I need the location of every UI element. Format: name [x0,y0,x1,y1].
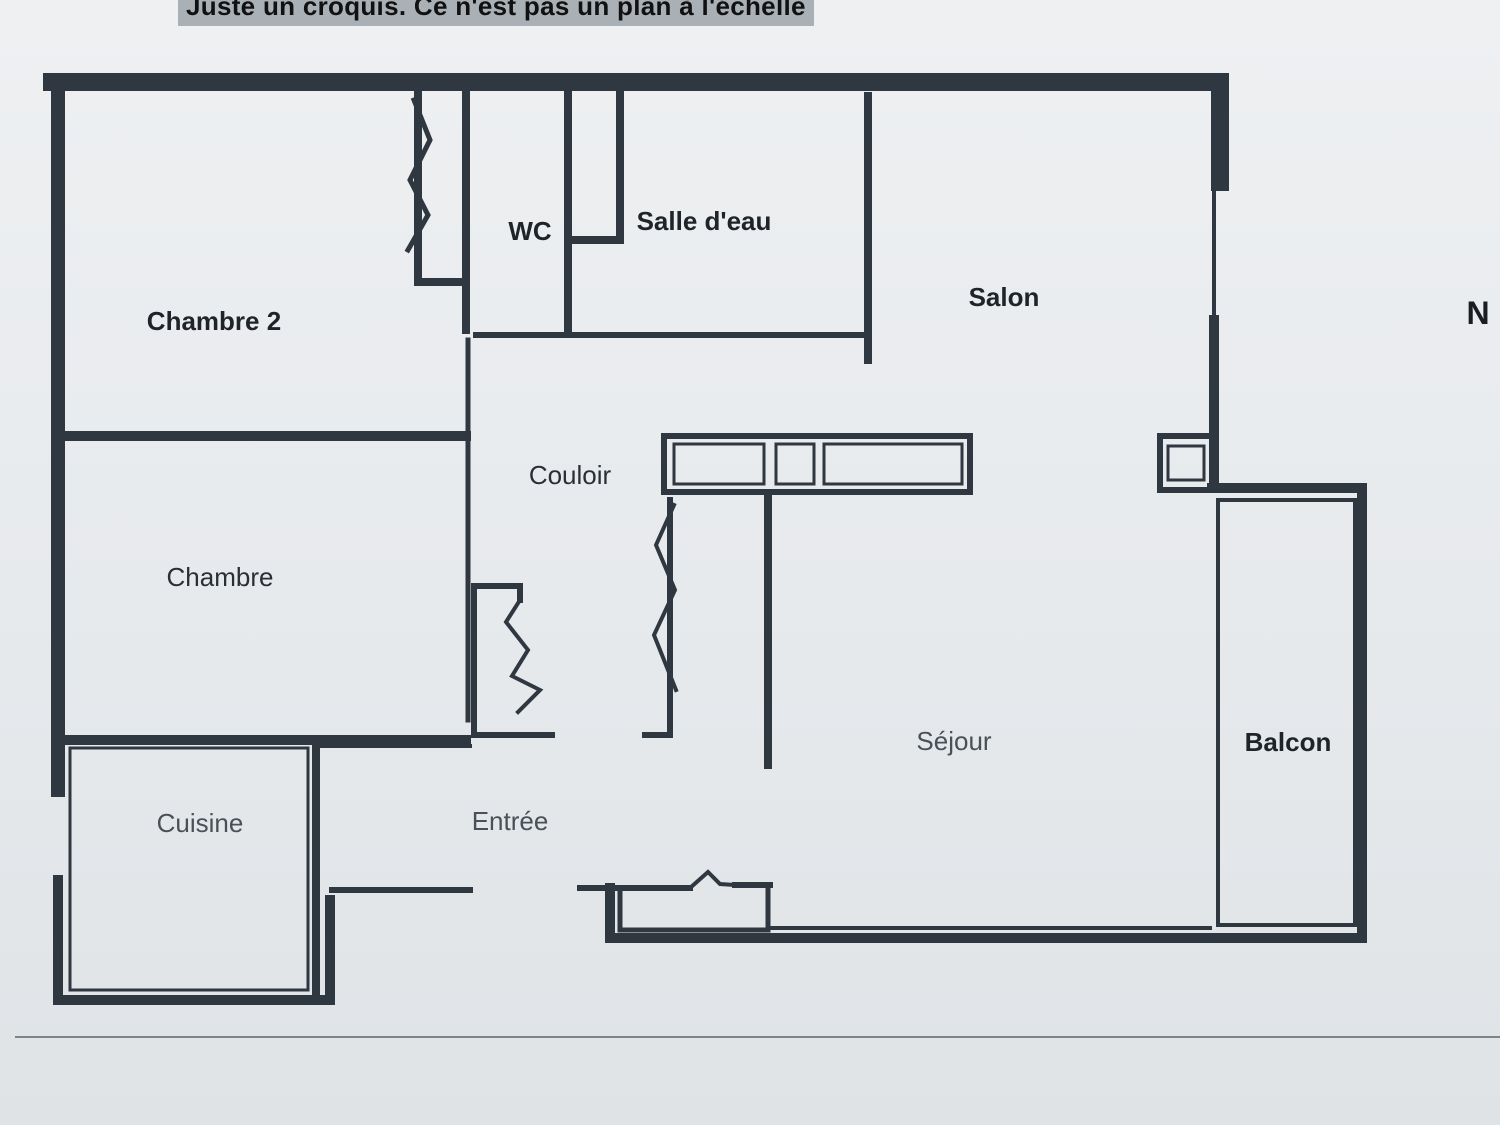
north-indicator: N [1466,295,1489,331]
storage-block [661,433,973,495]
closet-door-ch2 [404,96,433,254]
closet-left [471,583,555,738]
balcony-wall [605,483,1367,943]
shower-wall [570,88,624,244]
outer-wall-west-lower [53,875,335,1005]
room-label-salon: Salon [969,282,1040,312]
closet-left-door [503,597,544,715]
room-label-entree: Entrée [472,806,549,836]
divider [15,1036,1500,1038]
plan-caption: Juste un croquis. Ce n'est pas un plan à… [178,0,814,26]
room-label-cuisine: Cuisine [157,808,244,838]
room-label-sejour: Séjour [916,726,991,756]
closet-wall-ch2 [414,88,468,286]
room-label-chambre2: Chambre 2 [147,306,281,336]
pillar [1157,433,1215,493]
entree-south-wall [329,882,773,893]
room-label-balcon: Balcon [1245,727,1332,757]
room-label-chambre: Chambre [167,562,274,592]
room-label-wc: WC [508,216,552,246]
kitchen-inner [68,746,310,992]
room-label-salle-eau: Salle d'eau [637,206,772,236]
outer-wall-north [43,73,1229,191]
closet-right [642,497,673,738]
pillar-inner [1166,444,1206,482]
entree-closet [617,887,771,933]
entree-door [687,869,738,891]
room-label-couloir: Couloir [529,460,612,490]
balcony-inner [1216,498,1357,927]
closet-right-door [651,502,679,693]
storage-div-1 [672,442,964,486]
